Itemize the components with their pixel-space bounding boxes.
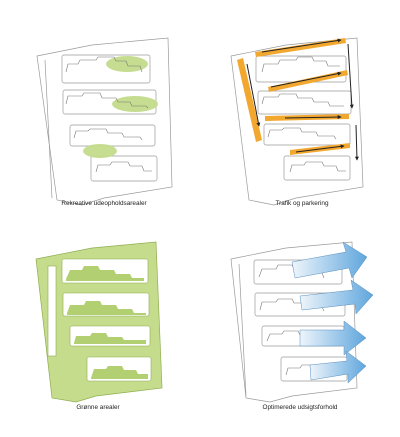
caption-recreational: Rekreative udeopholdsarealer	[61, 200, 147, 207]
building-footprints	[65, 56, 152, 173]
caption-green: Grønne arealer	[76, 404, 120, 411]
building-block	[263, 123, 351, 146]
building-block	[90, 155, 158, 182]
site-plan	[230, 37, 364, 206]
caption-views: Optimerede udsigtsforhold	[263, 404, 338, 411]
building-block	[69, 124, 156, 147]
view-arrow	[291, 241, 368, 279]
traffic-arrow	[354, 124, 359, 161]
traffic-arrow	[295, 144, 345, 153]
panel-traffic: Trafik og parkering	[230, 37, 364, 207]
parking-strip	[237, 58, 262, 142]
traffic-arrow	[246, 63, 261, 127]
traffic-arrow	[270, 71, 342, 88]
view-arrow	[309, 350, 367, 384]
site-plan	[36, 37, 173, 206]
building-block	[257, 90, 352, 115]
view-arrow	[299, 279, 374, 315]
path-strip	[47, 265, 57, 357]
view-arrows	[291, 241, 374, 384]
panel-recreational: Rekreative udeopholdsarealer	[36, 37, 173, 207]
traffic-arrow	[261, 38, 342, 53]
inner-green	[66, 266, 148, 379]
building-block	[283, 155, 351, 181]
green-area	[83, 144, 117, 158]
green-area	[112, 96, 158, 112]
panel-green: Grønne arealer	[35, 241, 163, 411]
panel-views: Optimerede udsigtsforhold	[230, 241, 374, 411]
caption-traffic: Trafik og parkering	[275, 200, 328, 207]
view-arrow	[299, 320, 367, 356]
building-footprints	[261, 56, 346, 173]
traffic-arrow	[347, 43, 354, 109]
traffic-arrows	[246, 38, 359, 161]
traffic-arrow	[284, 115, 342, 120]
